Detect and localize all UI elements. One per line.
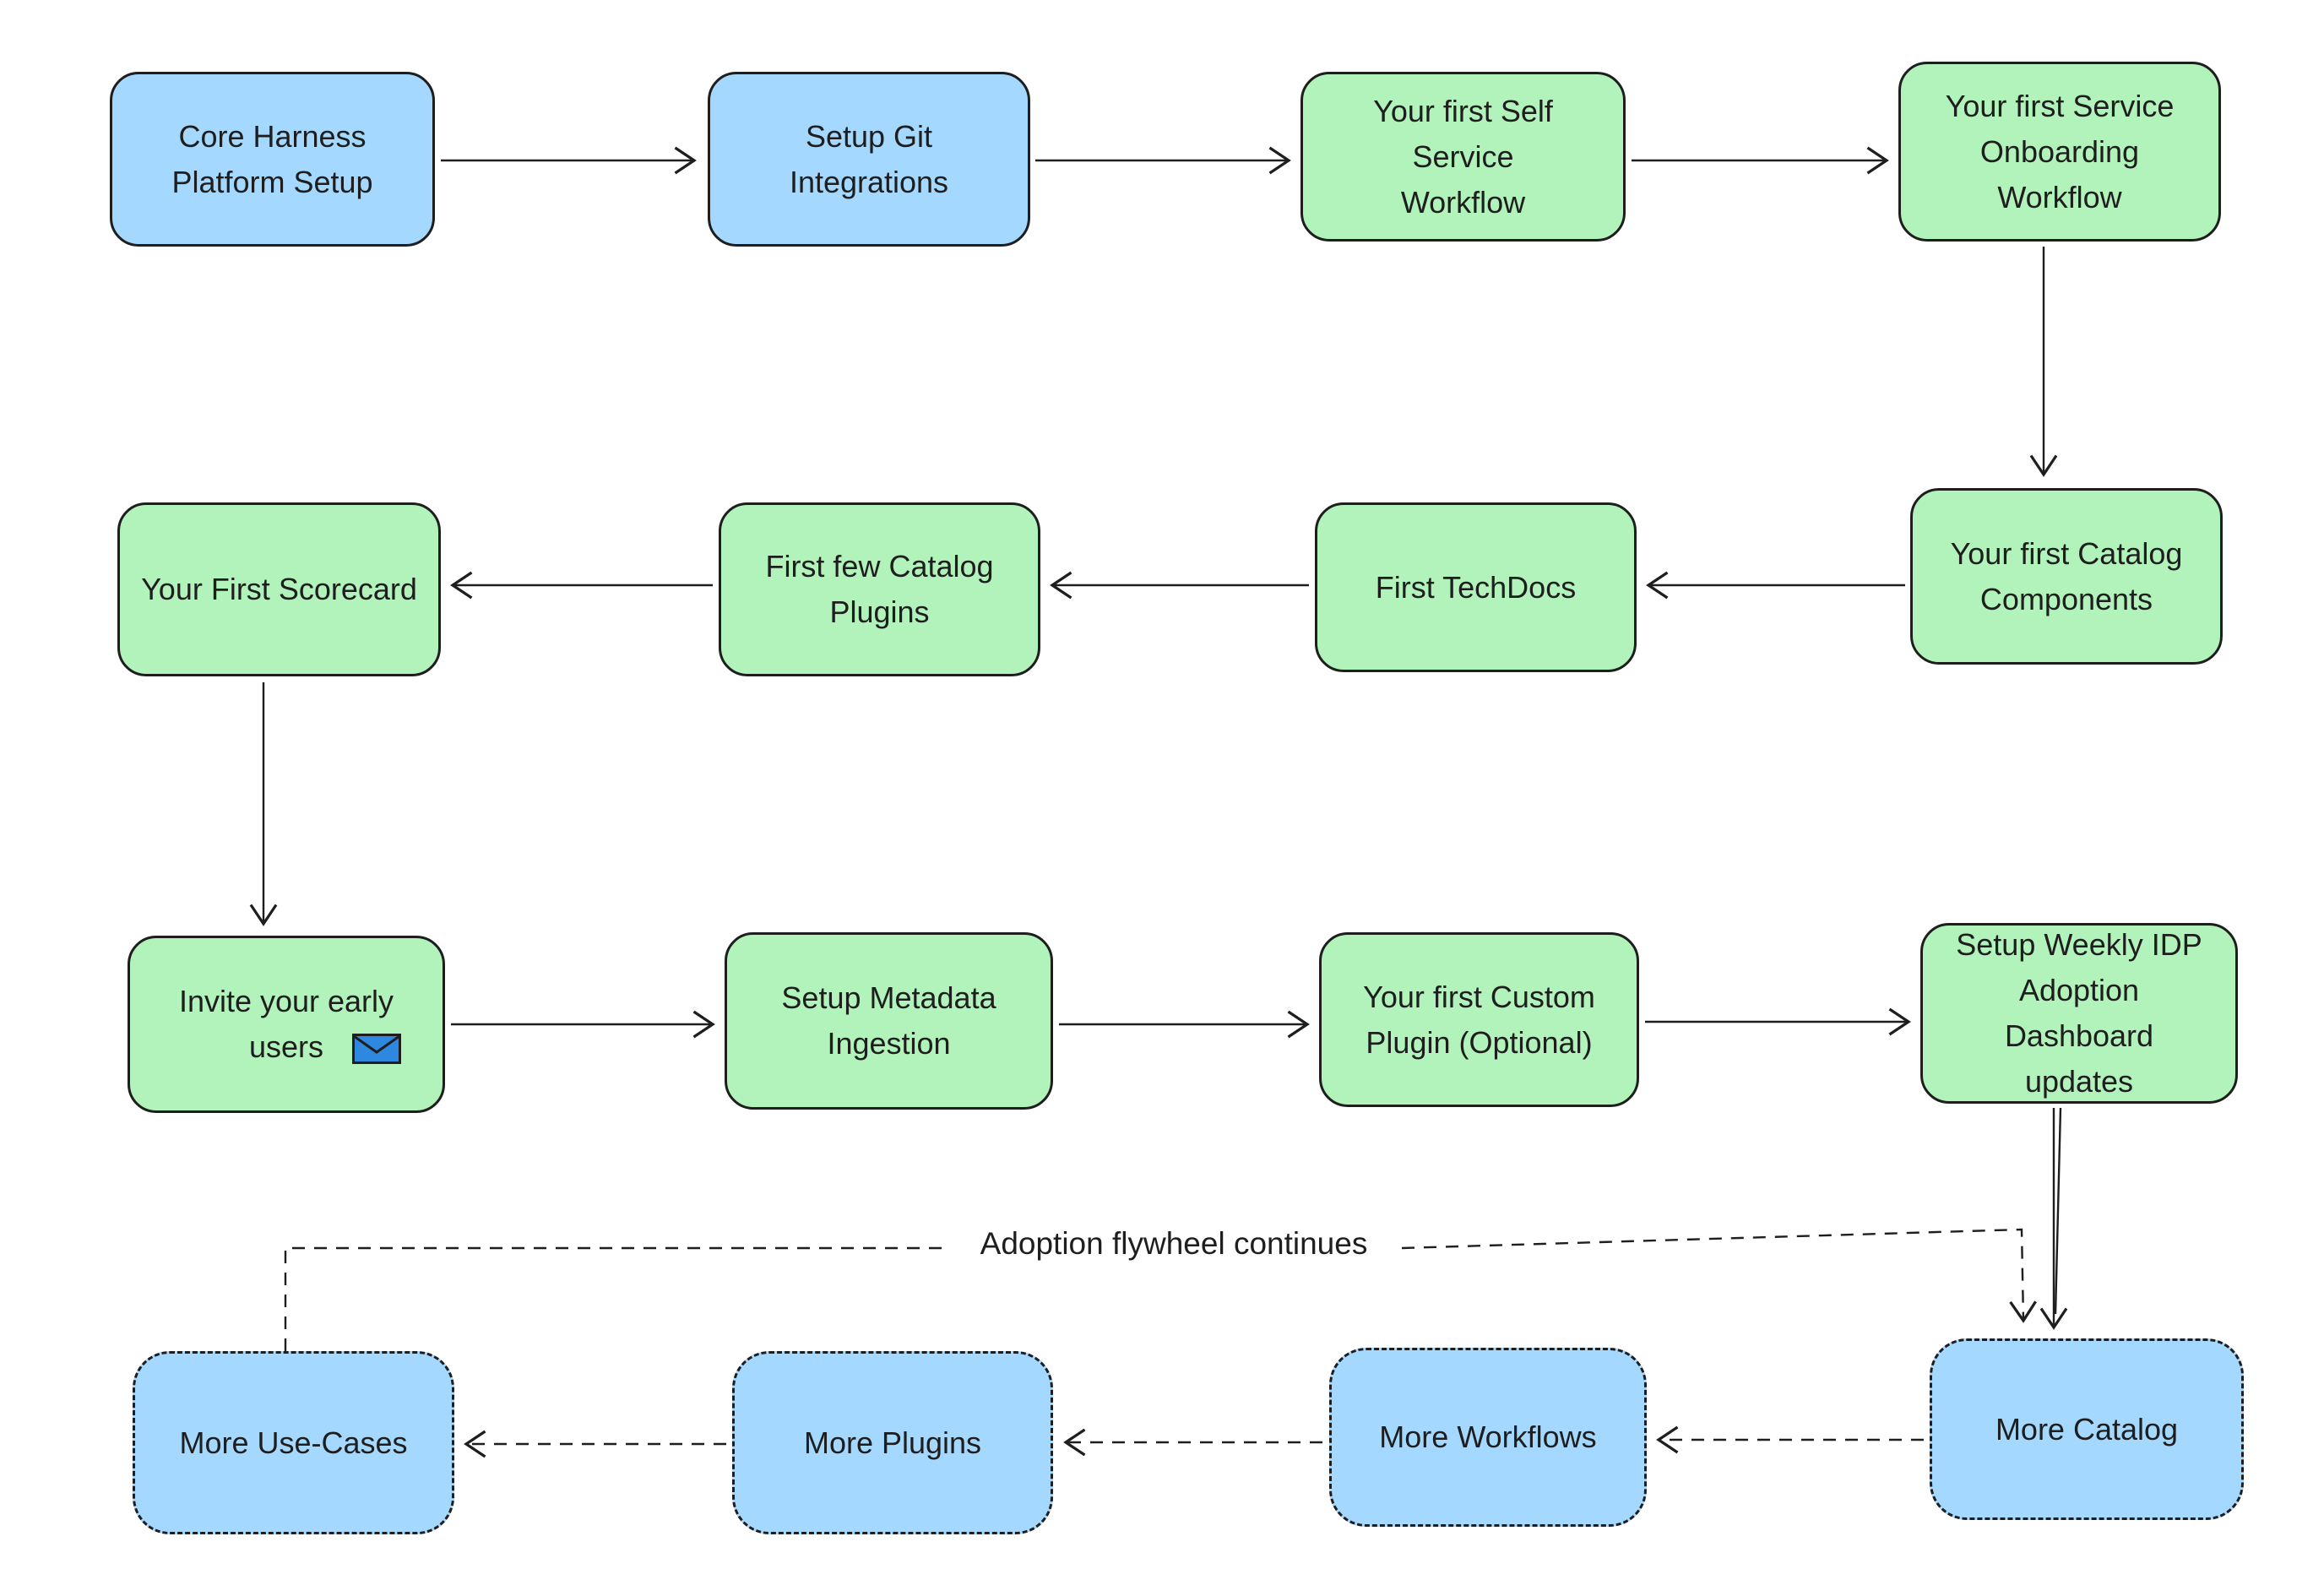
flywheel-path-left bbox=[284, 1246, 946, 1351]
flywheel-label: Adoption flywheel continues bbox=[946, 1226, 1402, 1262]
node-label: Your first Catalog Components bbox=[1950, 535, 2183, 616]
node-label: Setup Git Integrations bbox=[789, 118, 949, 199]
node-label: Setup Metadata Ingestion bbox=[781, 980, 996, 1061]
node-more-plugins: More Plugins bbox=[732, 1351, 1053, 1534]
node-more-use-cases: More Use-Cases bbox=[133, 1351, 454, 1534]
node-label: First few Catalog Plugins bbox=[765, 549, 994, 629]
node-label: More Catalog bbox=[1995, 1411, 2179, 1447]
node-first-service-onboarding-workflow: Your first Service Onboarding Workflow bbox=[1898, 62, 2221, 242]
node-more-catalog: More Catalog bbox=[1930, 1338, 2244, 1520]
arrow-dashboard-to-morecatalog-stroke2 bbox=[2054, 1107, 2062, 1315]
node-your-first-scorecard: Your First Scorecard bbox=[117, 502, 441, 676]
node-label: Your First Scorecard bbox=[141, 572, 417, 606]
node-label: First TechDocs bbox=[1375, 569, 1577, 605]
node-core-harness-platform-setup: Core Harness Platform Setup bbox=[110, 72, 435, 247]
node-label: More Workflows bbox=[1379, 1420, 1597, 1454]
node-setup-metadata-ingestion: Setup Metadata Ingestion bbox=[725, 932, 1053, 1110]
node-more-workflows: More Workflows bbox=[1329, 1348, 1647, 1527]
node-label: More Use-Cases bbox=[179, 1425, 408, 1460]
node-first-few-catalog-plugins: First few Catalog Plugins bbox=[719, 502, 1040, 676]
node-label: Core Harness Platform Setup bbox=[171, 118, 373, 199]
node-first-custom-plugin-optional: Your first Custom Plugin (Optional) bbox=[1319, 932, 1639, 1107]
node-first-catalog-components: Your first Catalog Components bbox=[1910, 488, 2223, 665]
node-weekly-idp-adoption-dashboard: Setup Weekly IDP Adoption Dashboard upda… bbox=[1920, 923, 2238, 1104]
node-invite-your-early-users: Invite your early users bbox=[128, 936, 445, 1113]
node-label: Setup Weekly IDP Adoption Dashboard upda… bbox=[1956, 927, 2202, 1099]
node-label: More Plugins bbox=[803, 1425, 982, 1460]
flywheel-path-right bbox=[1401, 1228, 2037, 1323]
node-label: Invite your early users bbox=[178, 984, 394, 1064]
node-first-self-service-workflow: Your first Self Service Workflow bbox=[1300, 72, 1626, 242]
node-label: Your first Custom Plugin (Optional) bbox=[1363, 979, 1595, 1060]
node-label: Your first Self Service Workflow bbox=[1373, 93, 1553, 220]
node-label: Your first Service Onboarding Workflow bbox=[1945, 88, 2175, 214]
envelope-icon bbox=[352, 1034, 401, 1064]
node-first-techdocs: First TechDocs bbox=[1315, 502, 1637, 672]
node-setup-git-integrations: Setup Git Integrations bbox=[708, 72, 1030, 247]
